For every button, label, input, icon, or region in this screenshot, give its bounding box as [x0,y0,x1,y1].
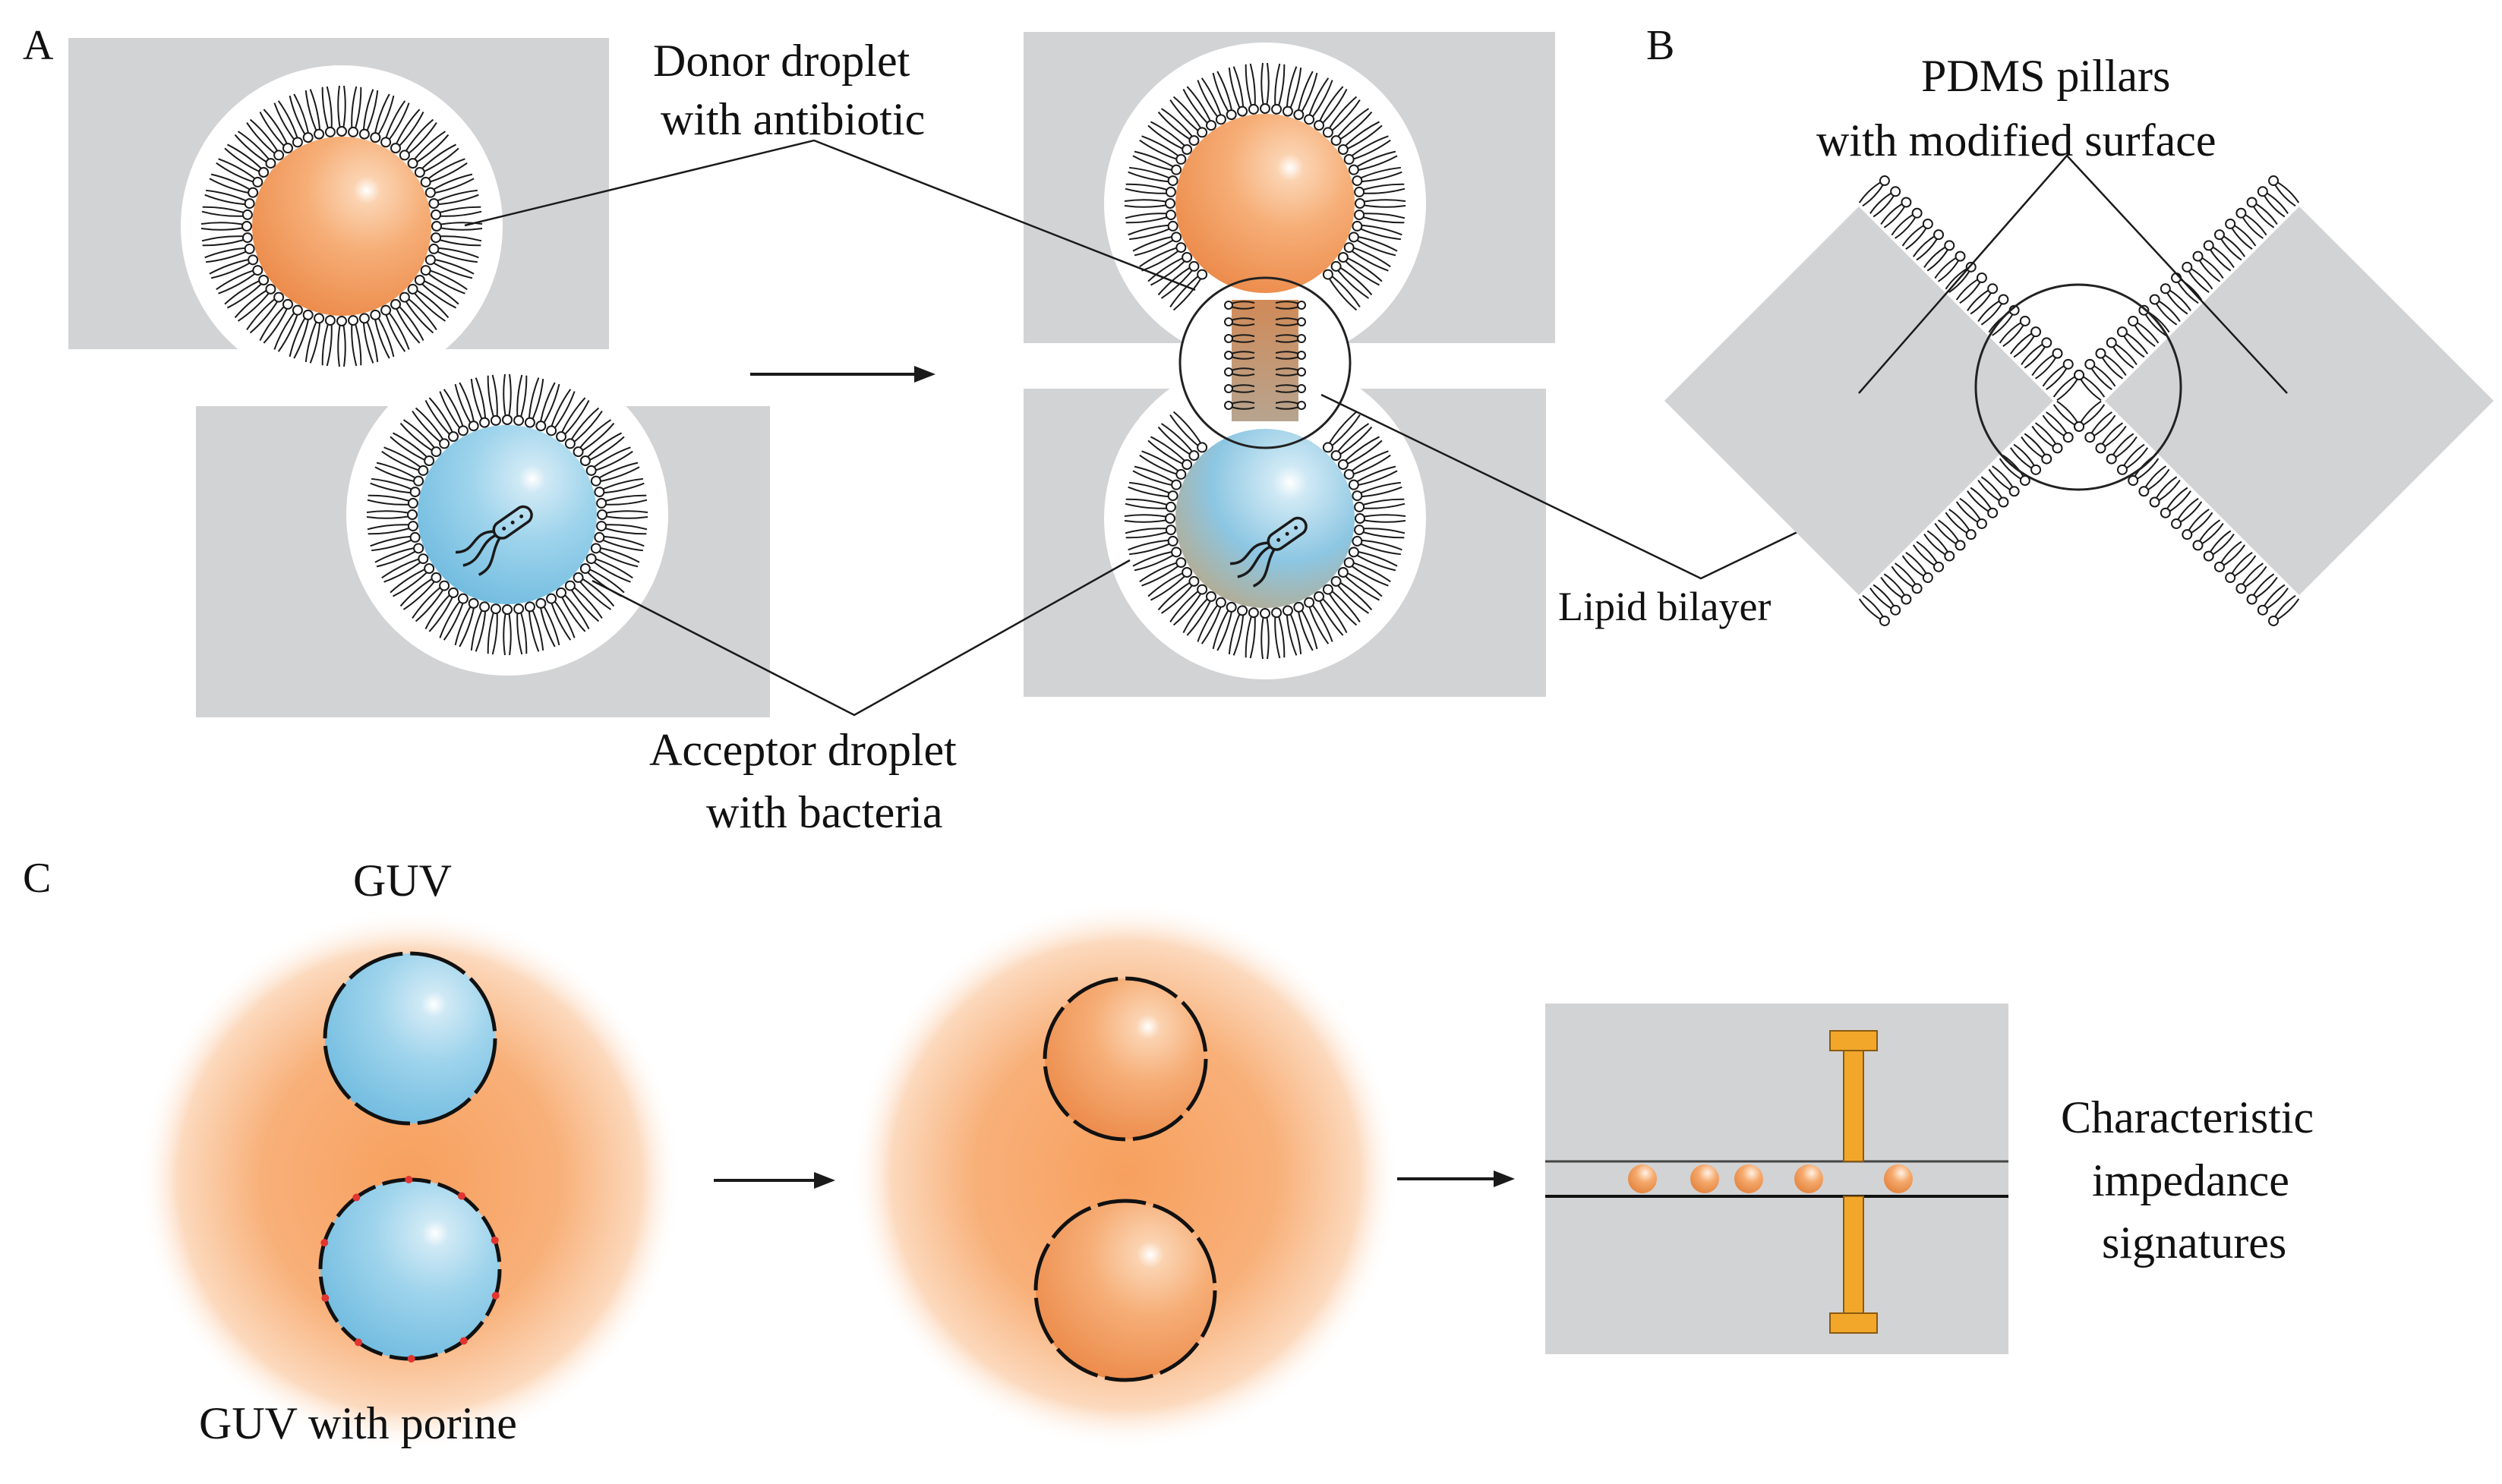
arrow-icon [750,366,935,383]
donor-label-line2: with antibiotic [661,94,925,144]
guv-bead [1690,1164,1719,1193]
magnifier-circle [1178,276,1352,449]
porine-dot [320,1239,329,1247]
panel-c: C GUV GUV with porine [23,855,2314,1452]
guv-bead [1734,1164,1763,1193]
magnifier-circle [1974,283,2182,491]
donor-droplet-left [252,137,431,316]
electrode-top [1829,1030,1878,1162]
guv-bead [1884,1164,1913,1193]
donor-label-line1: Donor droplet [653,36,910,86]
guv-porine-droplet [1036,1201,1215,1380]
guv-bead [1794,1164,1823,1193]
pdms-pillar-right [2105,206,2494,595]
lipid-coating [1858,175,2300,626]
guv-porine-label: GUV with porine [199,1398,517,1448]
panel-letter-a: A [23,22,54,69]
porine-dot [491,1291,500,1300]
lipid-monolayer [1124,62,1406,311]
bacterium-icon [455,505,533,576]
porine-dot [491,1236,499,1244]
panel-letter-b: B [1646,22,1674,69]
acceptor-droplet-right [1175,429,1355,608]
porine-dot [352,1193,361,1202]
guv-bead [1628,1164,1657,1193]
electrode-bottom [1829,1196,1878,1334]
lipid-monolayer [200,85,483,367]
lipid-monolayer [366,373,648,656]
guv-membrane [323,951,497,1126]
guv-porine-membrane [1033,1199,1217,1382]
impedance-chip [1545,1004,2008,1354]
pillars-label-line2: with modified surface [1816,115,2216,165]
guv-membrane [1043,976,1208,1142]
pillars-label-line1: PDMS pillars [1921,51,2170,101]
guv-droplet [325,953,495,1123]
guv-label: GUV [353,855,452,906]
bead-row [1628,1164,1913,1193]
result-label-line3: signatures [2102,1218,2286,1268]
bilayer-label: Lipid bilayer [1558,584,1771,629]
guv-droplet [1045,978,1206,1139]
acceptor-label-line2: with bacteria [706,787,943,837]
arrow-icon [714,1172,835,1189]
lipid-bilayer-vertical [1224,301,1306,410]
bacterium-icon [1229,516,1308,588]
arrow-icon [1397,1171,1515,1187]
antibiotic-halo [850,900,1400,1450]
porine-dot [405,1176,413,1184]
guv-porine-droplet [320,1180,500,1359]
porine-dot [354,1338,362,1347]
leader-lines [1858,154,2288,394]
panel-a: A [23,22,2021,837]
porine-dot [459,1337,468,1345]
porine-dot [321,1294,330,1303]
result-label-line2: impedance [2092,1155,2289,1205]
result-label-line1: Characteristic [2061,1092,2314,1142]
acceptor-label-line1: Acceptor droplet [649,725,957,775]
donor-droplet-right [1175,114,1355,293]
porine-dot [458,1192,466,1200]
panel-b: B PDMS pillars with modified surface [1646,22,2494,626]
pdms-pillar-left [1664,206,2053,595]
panel-letter-c: C [23,855,51,902]
porine-dot [407,1354,415,1363]
lipid-monolayer [1124,411,1406,660]
